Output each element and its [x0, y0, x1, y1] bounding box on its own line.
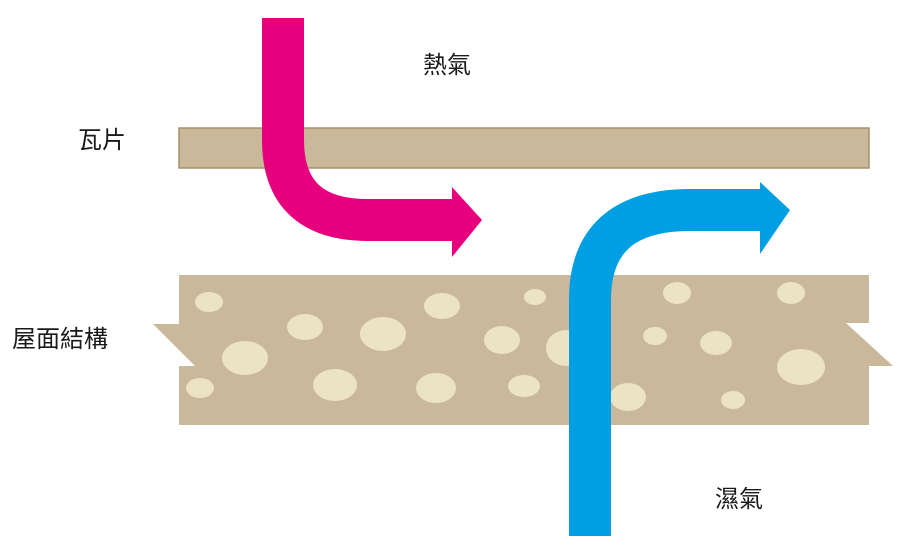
structure-spot [287, 314, 323, 340]
structure-spot [700, 331, 732, 355]
structure-spot [313, 369, 357, 401]
tile-label: 瓦片 [78, 126, 126, 154]
roof-structure-label: 屋面結構 [12, 325, 108, 353]
structure-spot [721, 391, 745, 409]
structure-spot [484, 326, 520, 354]
structure-spot [360, 317, 406, 351]
heat-label: 熱氣 [423, 51, 471, 79]
structure-spot [663, 282, 691, 304]
structure-spot [416, 373, 456, 403]
heat-arrow-head [452, 187, 482, 257]
structure-spot [186, 378, 214, 398]
moisture-label: 濕氣 [715, 485, 763, 513]
structure-spot [222, 341, 268, 375]
heat-arrow-shaft [262, 18, 452, 241]
structure-spot [777, 282, 805, 304]
moisture-arrow [569, 182, 790, 536]
moisture-arrow-head [760, 182, 790, 254]
structure-spot [524, 289, 546, 305]
structure-spot [610, 383, 646, 411]
structure-spot [643, 327, 667, 345]
structure-spot [195, 292, 223, 312]
structure-spot [777, 349, 825, 385]
heat-arrow [262, 18, 482, 257]
structure-spot [424, 293, 460, 319]
structure-spots [186, 282, 825, 411]
moisture-arrow-shaft [569, 189, 760, 536]
structure-spot [508, 375, 540, 397]
